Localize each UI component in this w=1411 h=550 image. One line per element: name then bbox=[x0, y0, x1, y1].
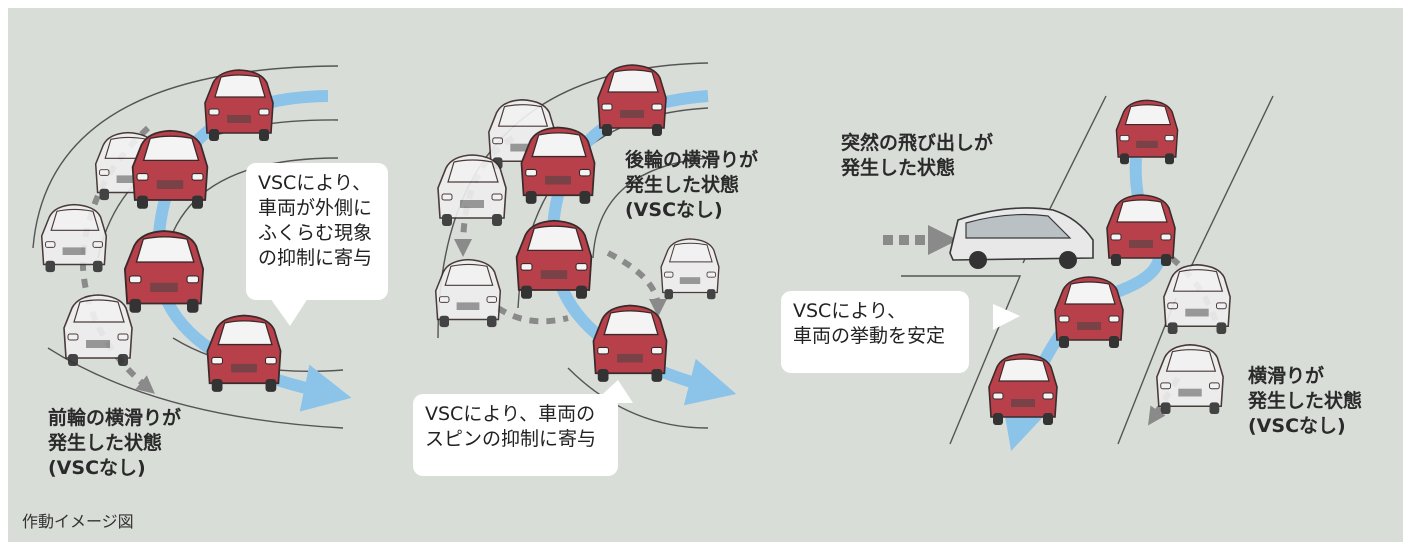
ghost-car bbox=[1155, 343, 1225, 415]
event-line: 発生した状態 bbox=[841, 157, 956, 179]
state-line: 横滑りが bbox=[1248, 365, 1325, 387]
bubble-tail bbox=[270, 298, 308, 326]
illustration bbox=[32, 62, 1274, 451]
red-car bbox=[1053, 275, 1125, 350]
panel-sudden-dash bbox=[883, 95, 1274, 451]
state-label-front: 前輪の横滑りが 発生した状態 (VSCなし) bbox=[48, 406, 181, 481]
bubble-line: VSCにより、 bbox=[258, 172, 372, 194]
bubble-line: ふくらむ現象 bbox=[258, 222, 373, 244]
state-label-dash: 横滑りが 発生した状態 (VSCなし) bbox=[1248, 364, 1362, 439]
road-line bbox=[901, 275, 1022, 445]
road-line bbox=[1187, 95, 1274, 274]
panel-rear-wheel-skid bbox=[434, 62, 737, 429]
road-line bbox=[567, 367, 709, 429]
state-line: (VSCなし) bbox=[1248, 415, 1346, 437]
diagram-canvas: VSCにより、 車両が外側に ふくらむ現象 の抑制に寄与 前輪の横滑りが 発生し… bbox=[8, 8, 1403, 542]
state-line: 前輪の横滑りが bbox=[48, 407, 182, 429]
red-car bbox=[123, 230, 205, 314]
bubble-line: の抑制に寄与 bbox=[258, 247, 373, 269]
event-line: 突然の飛び出しが bbox=[841, 132, 994, 154]
red-car bbox=[515, 219, 593, 300]
ghost-car bbox=[434, 258, 502, 329]
state-line: 発生した状態 bbox=[625, 174, 740, 196]
vsc-bubble-rear: VSCにより、車両の スピンの抑制に寄与 bbox=[413, 394, 618, 476]
vsc-bubble-dash: VSCにより、 車両の挙動を安定 bbox=[781, 291, 969, 373]
road-line bbox=[592, 157, 709, 259]
bubble-tail bbox=[993, 304, 1020, 330]
ghost-car bbox=[437, 154, 507, 227]
state-line: 後輪の横滑りが bbox=[625, 149, 759, 171]
road-line bbox=[47, 347, 344, 429]
red-car bbox=[988, 353, 1058, 426]
bubble-line: VSCにより、 bbox=[793, 300, 907, 322]
state-label-rear: 後輪の横滑りが 発生した状態 (VSCなし) bbox=[625, 148, 758, 223]
red-car bbox=[1115, 99, 1179, 165]
bubble-line: スピンの抑制に寄与 bbox=[425, 428, 597, 450]
red-car bbox=[204, 69, 274, 142]
event-label-dash: 突然の飛び出しが 発生した状態 bbox=[841, 131, 993, 181]
ghost-car bbox=[63, 294, 133, 367]
red-car bbox=[206, 314, 282, 393]
panel-front-wheel-skid bbox=[32, 65, 352, 429]
bubble-line: 車両が外側に bbox=[258, 197, 373, 219]
bubble-line: 車両の挙動を安定 bbox=[793, 325, 946, 347]
red-car bbox=[592, 304, 668, 383]
crossing-car bbox=[949, 207, 1094, 269]
vsc-bubble-front: VSCにより、 車両が外側に ふくらむ現象 の抑制に寄与 bbox=[246, 163, 388, 300]
ghost-car bbox=[1163, 264, 1231, 335]
bubble-line: VSCにより、車両の bbox=[425, 403, 596, 425]
red-car bbox=[597, 64, 667, 137]
ghost-car bbox=[660, 237, 720, 301]
red-car bbox=[131, 129, 209, 210]
skid-path-arrow bbox=[606, 250, 667, 317]
state-line: (VSCなし) bbox=[625, 199, 723, 221]
state-line: (VSCなし) bbox=[48, 457, 146, 479]
red-car bbox=[520, 126, 596, 205]
state-line: 発生した状態 bbox=[1248, 390, 1363, 412]
skid-path-arrow bbox=[496, 305, 569, 325]
ghost-car bbox=[40, 203, 108, 273]
figure-caption: 作動イメージ図 bbox=[22, 512, 134, 531]
red-car bbox=[1106, 194, 1176, 267]
road-line bbox=[32, 65, 339, 249]
state-line: 発生した状態 bbox=[48, 432, 163, 454]
